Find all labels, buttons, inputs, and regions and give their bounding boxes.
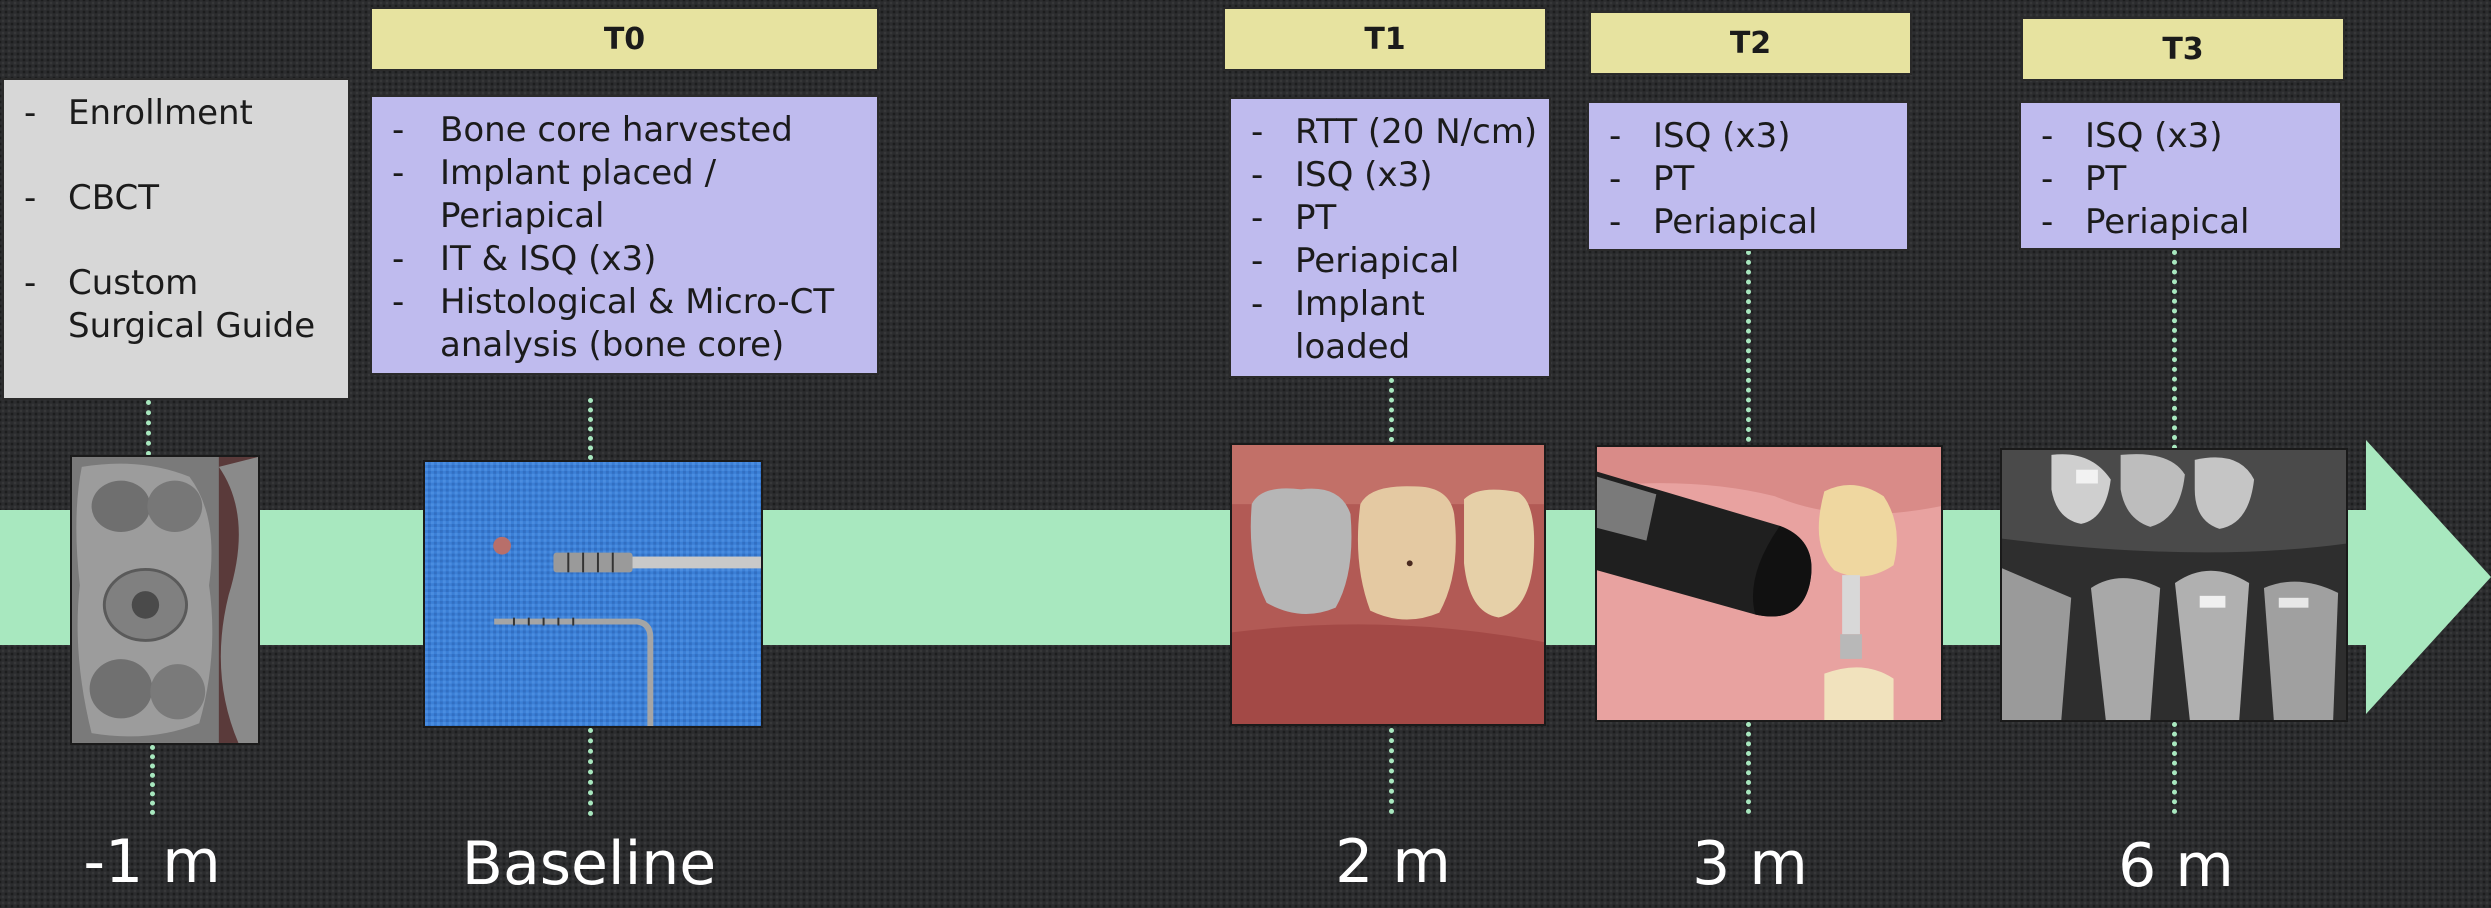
t2-item-periapical: Periapical [1589, 201, 1907, 244]
header-t0: T0 [370, 7, 879, 71]
connector-t2 [1746, 250, 1751, 442]
connector-t2-bottom [1746, 722, 1751, 814]
box-t1: RTT (20 N/cm) ISQ (x3) PT Periapical Imp… [1229, 97, 1551, 378]
t0-item-bone-core: Bone core harvested [372, 109, 877, 152]
intraoral-crown-photo [1230, 443, 1546, 726]
pre-item-cbct: CBCT [4, 177, 348, 220]
periapical-xray-photo [2000, 448, 2348, 722]
t2-list: ISQ (x3) PT Periapical [1589, 115, 1907, 244]
connector-t0 [588, 398, 593, 460]
header-t2: T2 [1589, 11, 1912, 75]
connector-t3 [2172, 250, 2177, 450]
box-pre: Enrollment CBCT Custom Surgical Guide [2, 78, 350, 400]
time-label-pre: -1 m [83, 827, 220, 897]
pre-item-enrollment: Enrollment [4, 92, 348, 135]
box-t3: ISQ (x3) PT Periapical [2019, 101, 2342, 250]
t1-item-isq: ISQ (x3) [1231, 154, 1549, 197]
time-label-t2: 3 m [1692, 829, 1808, 899]
t3-list: ISQ (x3) PT Periapical [2021, 115, 2340, 244]
connector-t0-bottom [588, 728, 593, 816]
bone-core-probe-photo [423, 460, 763, 728]
t2-item-pt: PT [1589, 158, 1907, 201]
t0-item-it-isq: IT & ISQ (x3) [372, 238, 877, 281]
pre-list: Enrollment CBCT Custom Surgical Guide [4, 92, 348, 348]
t3-item-pt: PT [2021, 158, 2340, 201]
connector-t1 [1389, 378, 1394, 442]
pre-item-surgical-guide: Custom Surgical Guide [4, 262, 348, 348]
box-t0: Bone core harvested Implant placed / Per… [370, 95, 879, 375]
connector-pre [146, 400, 151, 456]
t1-item-pt: PT [1231, 197, 1549, 240]
connector-t3-bottom [2172, 722, 2177, 814]
t3-item-isq: ISQ (x3) [2021, 115, 2340, 158]
t3-item-periapical: Periapical [2021, 201, 2340, 244]
t1-item-periapical: Periapical [1231, 240, 1549, 283]
t0-list: Bone core harvested Implant placed / Per… [372, 109, 877, 367]
time-label-baseline: Baseline [462, 829, 716, 899]
time-label-t1: 2 m [1335, 827, 1451, 897]
header-t1: T1 [1223, 7, 1547, 71]
t0-item-implant: Implant placed / Periapical [372, 152, 877, 238]
header-t3: T3 [2021, 17, 2345, 81]
t1-list: RTT (20 N/cm) ISQ (x3) PT Periapical Imp… [1231, 111, 1549, 369]
isq-measurement-photo [1595, 445, 1943, 722]
time-label-t3: 6 m [2118, 831, 2234, 901]
surgical-guide-photo [70, 455, 260, 745]
box-t2: ISQ (x3) PT Periapical [1587, 101, 1909, 251]
connector-pre-bottom [150, 745, 155, 815]
t1-item-loaded: Implant loaded [1231, 283, 1549, 369]
connector-t1-bottom [1389, 728, 1394, 814]
t0-item-histology: Histological & Micro-CT analysis (bone c… [372, 281, 877, 367]
t1-item-rtt: RTT (20 N/cm) [1231, 111, 1549, 154]
t2-item-isq: ISQ (x3) [1589, 115, 1907, 158]
